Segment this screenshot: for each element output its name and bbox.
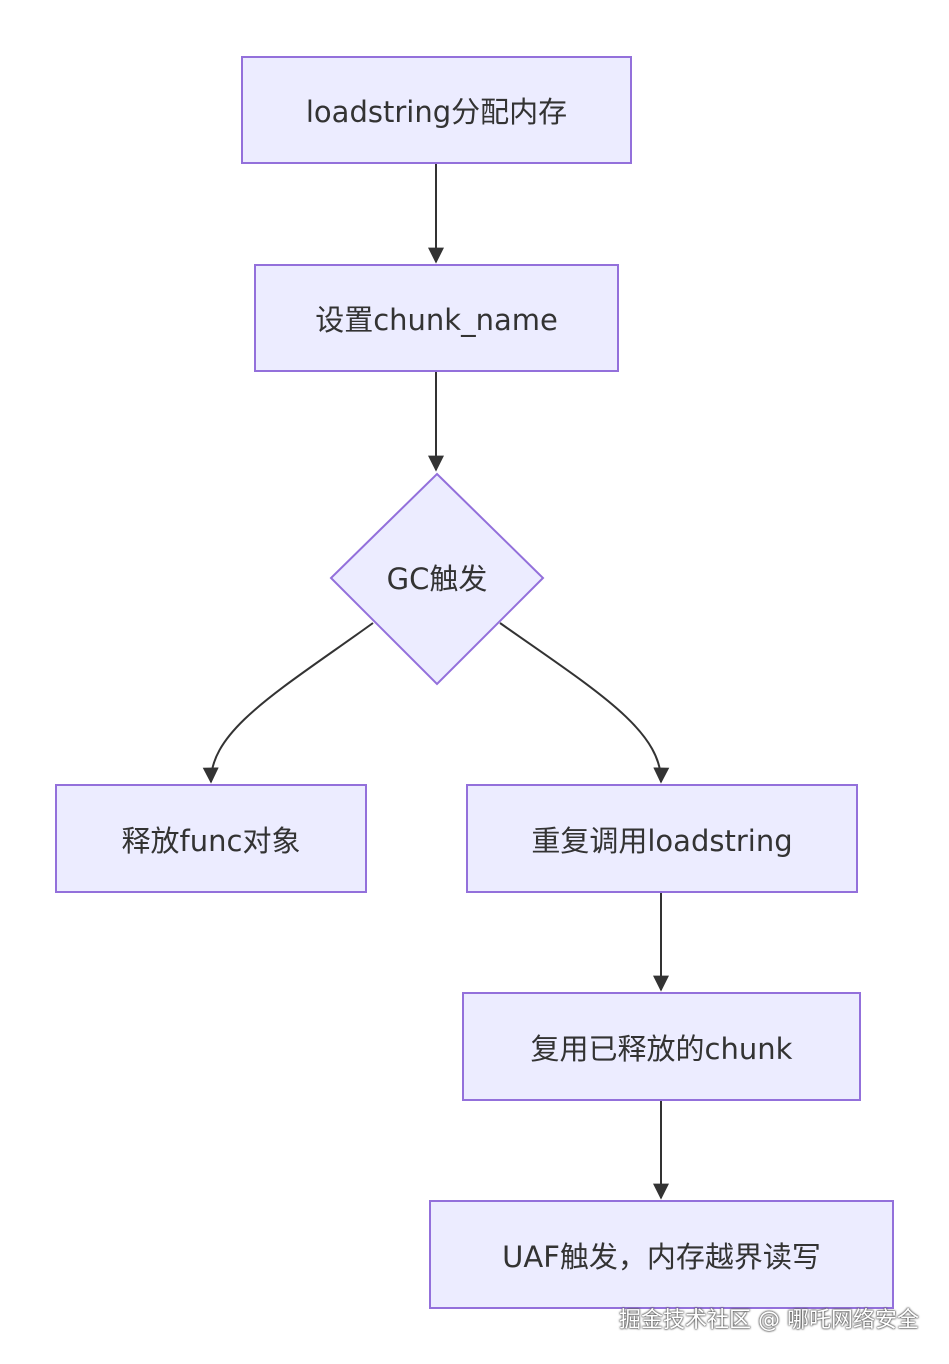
node-gc-trigger-label: GC触发 bbox=[386, 562, 488, 596]
node-repeat-call: 重复调用loadstring bbox=[466, 784, 858, 893]
node-reuse-chunk: 复用已释放的chunk bbox=[462, 992, 861, 1101]
node-set-chunk-name-label: 设置chunk_name bbox=[315, 303, 558, 337]
node-set-chunk-name: 设置chunk_name bbox=[254, 264, 619, 372]
node-uaf: UAF触发，内存越界读写 bbox=[429, 1200, 894, 1309]
node-uaf-label: UAF触发，内存越界读写 bbox=[502, 1239, 821, 1274]
edge-gc-to-repeat-call bbox=[499, 622, 670, 784]
watermark-text: 掘金技术社区 @ 哪吒网络安全 bbox=[619, 1308, 919, 1333]
edge-gc-to-free-func bbox=[202, 622, 374, 784]
node-alloc-label: loadstring分配内存 bbox=[305, 95, 568, 129]
node-gc-trigger: GC触发 bbox=[330, 540, 544, 614]
node-reuse-chunk-label: 复用已释放的chunk bbox=[530, 1031, 793, 1066]
node-alloc: loadstring分配内存 bbox=[241, 56, 632, 164]
node-free-func: 释放func对象 bbox=[55, 784, 367, 893]
node-repeat-call-label: 重复调用loadstring bbox=[531, 823, 793, 858]
decision-diamond bbox=[329, 472, 545, 686]
node-free-func-label: 释放func对象 bbox=[121, 823, 301, 858]
